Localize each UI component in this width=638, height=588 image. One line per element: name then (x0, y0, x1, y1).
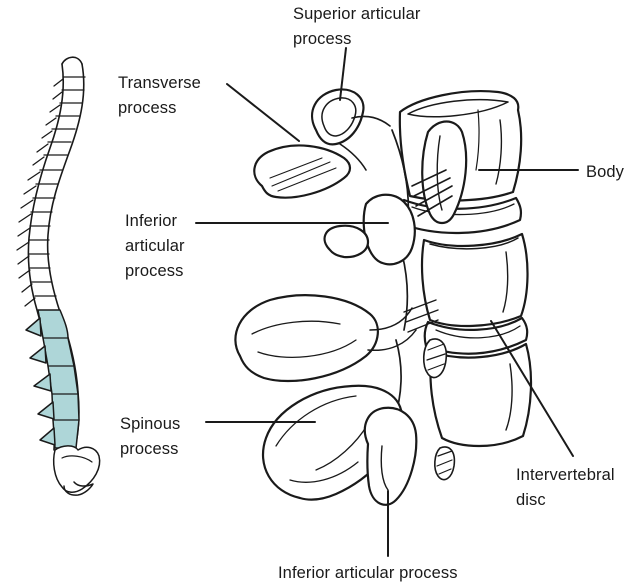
leader-transverse-process (226, 83, 300, 142)
label-inferior-articular-process: Inferior articular process (125, 212, 185, 280)
ligament-hatching-upper (411, 169, 453, 217)
intervertebral-foramen-1 (422, 338, 448, 379)
inferior-articular-process-lower (363, 406, 418, 506)
leader-intervertebral-disc (490, 320, 574, 457)
leader-superior-articular-process (339, 47, 347, 101)
label-transverse-process: Transverse process (118, 74, 201, 117)
spine-spinous-ticks (16, 78, 64, 307)
intervertebral-disc-2 (423, 316, 529, 355)
spinous-process-middle (234, 294, 379, 383)
label-intervertebral-disc: Intervertebral disc (516, 466, 615, 509)
lumbar-vertebrae-illustration (234, 88, 533, 506)
vertebral-body-2 (420, 232, 529, 328)
spine-segments (28, 76, 86, 297)
spine-overview-illustration (16, 56, 101, 496)
superior-articular-process-knob (310, 88, 391, 171)
inferior-articular-process-upper (362, 193, 416, 266)
sacrum-coccyx (52, 445, 101, 496)
intervertebral-foramen-2 (434, 446, 456, 481)
vertebral-body-3 (429, 342, 533, 448)
lumbar-separators (42, 337, 80, 421)
label-superior-articular-process: Superior articular process (293, 5, 421, 48)
superior-articular-flange (421, 120, 468, 225)
label-inferior-articular-process-bottom: Inferior articular process (278, 564, 458, 582)
label-spinous-process: Spinous process (120, 415, 181, 458)
transverse-process-wing (253, 144, 352, 199)
leader-lines (195, 47, 579, 557)
ligament-hatching-middle (403, 299, 439, 333)
label-body: Body (586, 163, 625, 181)
lumbar-highlight (25, 309, 80, 449)
